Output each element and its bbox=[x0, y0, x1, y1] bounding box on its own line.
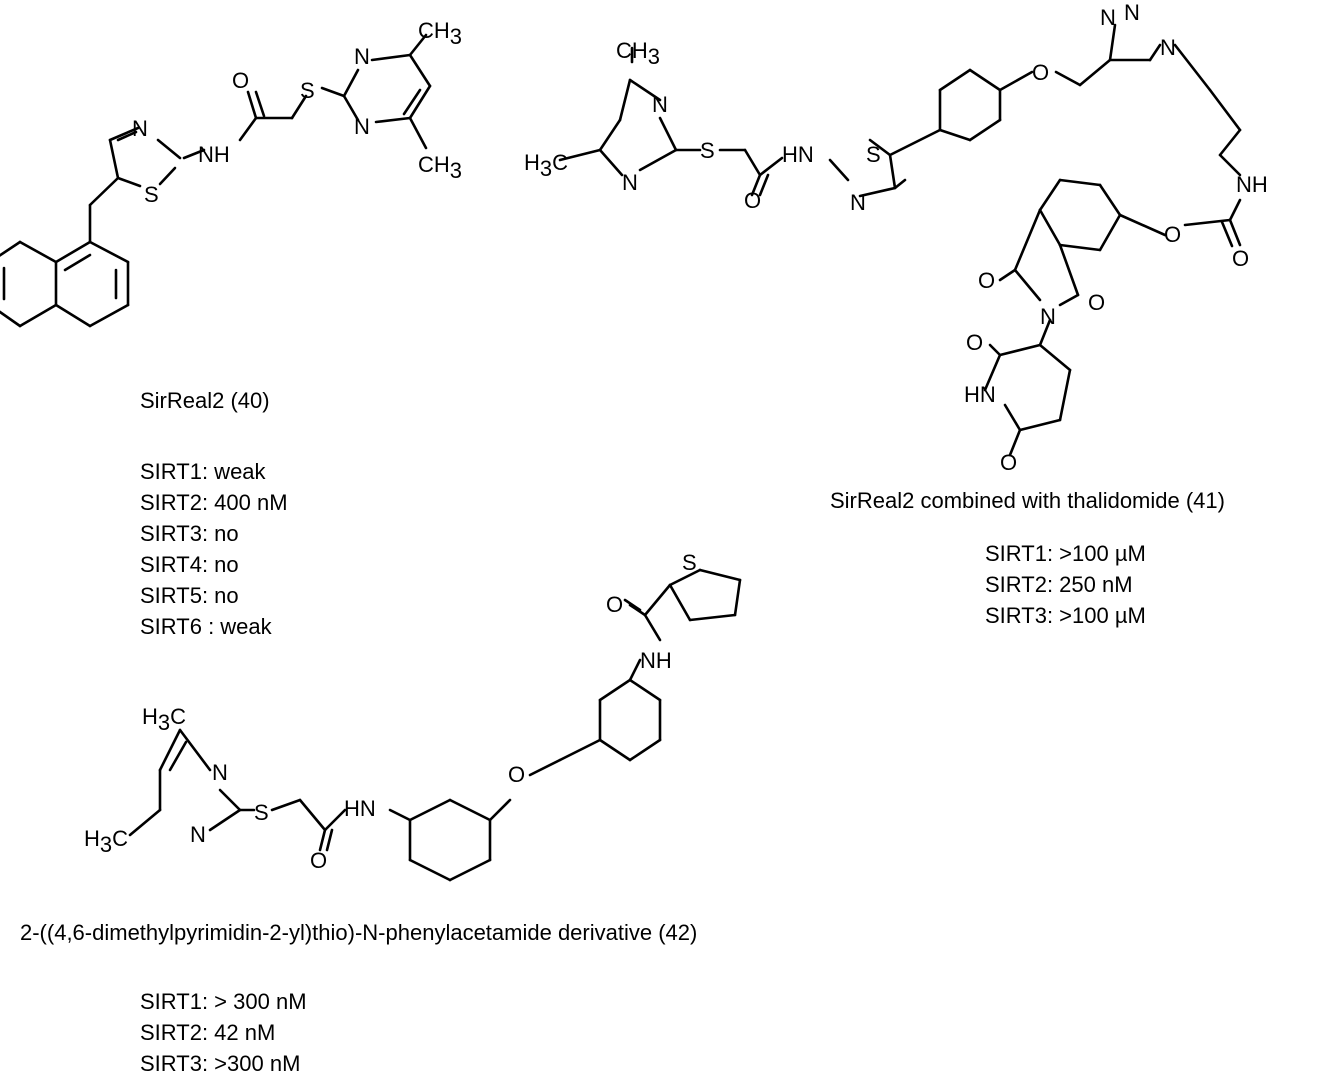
atom-hn: HN bbox=[344, 796, 376, 821]
atom-n: N bbox=[622, 170, 638, 195]
atom-n: N bbox=[190, 822, 206, 847]
atom-ch3: CH3 bbox=[418, 152, 462, 183]
atom-n: N bbox=[132, 116, 148, 141]
structure-sirreal2 bbox=[0, 33, 432, 328]
atom-o: O bbox=[310, 848, 327, 873]
atom-s: S bbox=[866, 142, 881, 167]
atom-n: N bbox=[652, 92, 668, 117]
caption-compound-42: 2-((4,6-dimethylpyrimidin-2-yl)thio)-N-p… bbox=[20, 920, 698, 945]
atom-o: O bbox=[1032, 60, 1049, 85]
atom-n: N bbox=[1100, 5, 1116, 30]
atom-hn: HN bbox=[782, 142, 814, 167]
activity-list-compound-42: SIRT1: > 300 nM SIRT2: 42 nM SIRT3: >300… bbox=[140, 986, 307, 1079]
atom-o: O bbox=[606, 592, 623, 617]
activity-item: SIRT6 : weak bbox=[140, 614, 272, 639]
activity-item: SIRT1: > 300 nM bbox=[140, 989, 307, 1014]
atom-h3c: H3C bbox=[142, 704, 186, 735]
activity-list-compound-40: SIRT1: weak SIRT2: 400 nM SIRT3: no SIRT… bbox=[140, 456, 288, 642]
atom-o: O bbox=[232, 68, 249, 93]
atom-o: O bbox=[1088, 290, 1105, 315]
atom-ch3: CH3 bbox=[616, 38, 660, 69]
atom-o: O bbox=[1232, 246, 1249, 271]
atom-labels: N S NH O S N N CH3 CH3 CH3 N N H3C S O H… bbox=[84, 0, 1268, 873]
activity-item: SIRT5: no bbox=[140, 583, 239, 608]
atom-ch3: CH3 bbox=[418, 18, 462, 49]
activity-item: SIRT4: no bbox=[140, 552, 239, 577]
atom-o: O bbox=[1000, 450, 1017, 475]
structure-compound-42 bbox=[128, 568, 742, 882]
activity-item: SIRT1: weak bbox=[140, 459, 266, 484]
atom-n: N bbox=[1040, 304, 1056, 329]
atom-s: S bbox=[144, 182, 159, 207]
atom-s: S bbox=[300, 78, 315, 103]
caption-compound-41: SirReal2 combined with thalidomide (41) bbox=[830, 488, 1225, 513]
atom-h3c: H3C bbox=[84, 826, 128, 857]
atom-n: N bbox=[1124, 0, 1140, 25]
activity-item: SIRT2: 400 nM bbox=[140, 490, 288, 515]
atom-s: S bbox=[700, 138, 715, 163]
caption-compound-40: SirReal2 (40) bbox=[140, 388, 270, 413]
activity-item: SIRT2: 250 nM bbox=[985, 572, 1133, 597]
atom-nh: NH bbox=[198, 142, 230, 167]
atom-o: O bbox=[966, 330, 983, 355]
atom-n: N bbox=[354, 44, 370, 69]
activity-list-compound-41: SIRT1: >100 µM SIRT2: 250 nM SIRT3: >100… bbox=[985, 538, 1146, 631]
atom-h3c: H3C bbox=[524, 150, 568, 181]
atom-n: N bbox=[354, 114, 370, 139]
atom-s: S bbox=[254, 800, 269, 825]
atom-o: O bbox=[978, 268, 995, 293]
atom-n: N bbox=[1160, 35, 1176, 60]
atom-n: N bbox=[850, 190, 866, 215]
activity-item: SIRT3: >300 nM bbox=[140, 1051, 301, 1076]
atom-n: N bbox=[212, 760, 228, 785]
atom-s: S bbox=[682, 550, 697, 575]
atom-hn: HN bbox=[964, 382, 996, 407]
activity-item: SIRT3: no bbox=[140, 521, 239, 546]
atom-o: O bbox=[744, 188, 761, 213]
atom-nh: NH bbox=[640, 648, 672, 673]
activity-item: SIRT1: >100 µM bbox=[985, 541, 1146, 566]
atom-o: O bbox=[508, 762, 525, 787]
activity-item: SIRT3: >100 µM bbox=[985, 603, 1146, 628]
activity-item: SIRT2: 42 nM bbox=[140, 1020, 276, 1045]
structure-sirreal2-thalidomide bbox=[558, 23, 1242, 457]
atom-nh: NH bbox=[1236, 172, 1268, 197]
atom-o: O bbox=[1164, 222, 1181, 247]
